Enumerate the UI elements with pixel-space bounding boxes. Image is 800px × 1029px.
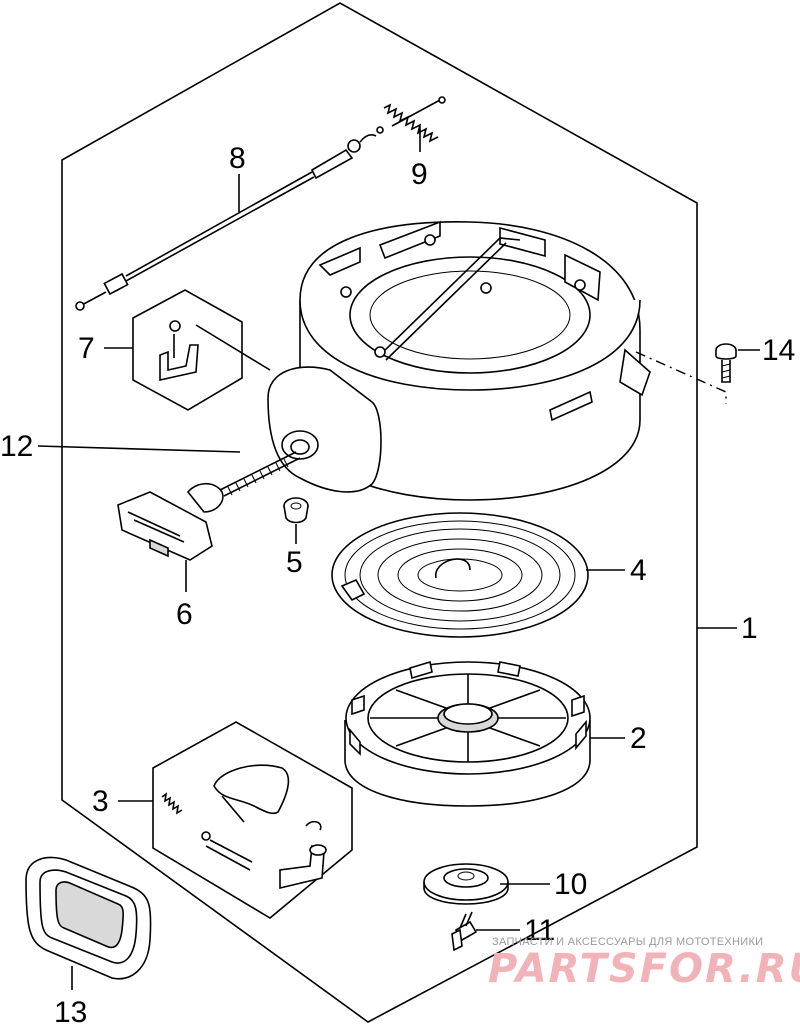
starter-handle [117,482,224,561]
callout-10: 10 [554,868,587,901]
mount-bolt [715,343,737,383]
callout-12: 12 [0,430,33,463]
callout-6: 6 [176,598,193,631]
gasket-part [25,856,152,980]
part-7-detail-box [132,289,271,411]
cable-part [75,134,377,311]
callout-11: 11 [524,914,555,947]
callout-3: 3 [92,785,109,818]
part-3-detail-box [152,721,353,919]
starter-housing [299,220,651,501]
friction-plate [423,863,509,905]
center-screw [451,911,478,952]
callout-7: 7 [78,332,95,365]
rope-reel [344,660,591,807]
callout-9: 9 [411,158,428,191]
recoil-spring [331,512,589,638]
callout-13: 13 [54,996,87,1029]
callout-1: 1 [741,612,758,645]
callout-14: 14 [762,334,795,367]
assembly-outline [61,2,698,1023]
starter-rope [219,451,301,497]
bushing-part [283,497,309,524]
watermark-logo: PARTSFOR.RU [488,946,800,992]
callout-8: 8 [229,142,246,175]
callout-5: 5 [286,546,303,579]
spring-part [376,96,446,143]
callout-2: 2 [630,722,647,755]
watermark-tagline: ЗАПЧАСТИ И АКСЕССУАРЫ ДЛЯ МОТОТЕХНИКИ [492,936,763,948]
callout-4: 4 [630,554,647,587]
leader-lines [37,126,760,990]
